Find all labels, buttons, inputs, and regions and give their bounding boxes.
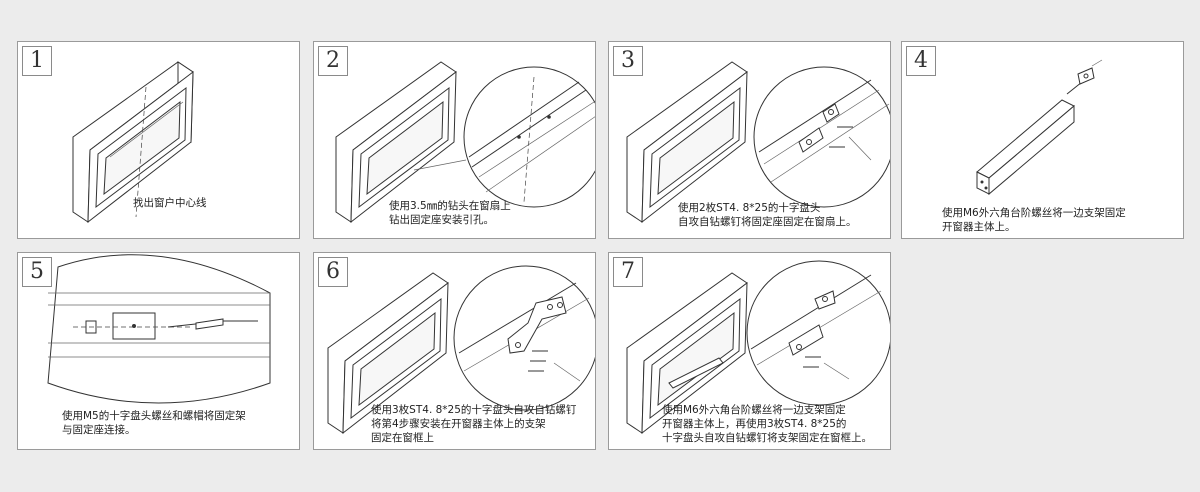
step-7-caption-line-2: 开窗器主体上，再使用3枚ST4. 8*25的 xyxy=(662,418,847,430)
step-5-number: 5 xyxy=(22,257,52,287)
drilling-illustration xyxy=(335,61,595,224)
mount-seat-illustration xyxy=(626,61,890,224)
step-6-panel: 6 使用3枚ST4. 8*25的十字盘头自攻自钻螺钉 将第4步骤安装在开窗器主体… xyxy=(313,252,596,450)
step-7-panel: 7 使用M6外六角台阶螺丝将一边支架固定 开窗器主体上，再使用3枚ST4. 8*… xyxy=(608,252,891,450)
step-2-caption-line-1: 使用3.5㎜的钻头在窗扇上 xyxy=(389,200,511,212)
step-7-caption: 使用M6外六角台阶螺丝将一边支架固定 开窗器主体上，再使用3枚ST4. 8*25… xyxy=(662,403,872,445)
step-7-caption-line-3: 十字盘头自攻自钻螺钉将支架固定在窗框上。 xyxy=(662,432,872,444)
opener-body-illustration xyxy=(976,59,1103,196)
step-1-panel: 1 找出窗户中心线 xyxy=(17,41,300,239)
step-2-panel: 2 使用3.5㎜的钻头在窗扇上 钻出固定座安装引孔。 xyxy=(313,41,596,239)
step-3-number: 3 xyxy=(613,46,643,76)
window-centerline-illustration xyxy=(72,61,194,224)
step-2-number: 2 xyxy=(318,46,348,76)
step-3-panel: 3 使用2枚ST4. 8*25的十字盘头 自攻自钻螺钉将固定座固定在窗扇上。 xyxy=(608,41,891,239)
step-4-panel: 4 使用M6外六角台阶螺丝将一边支架固定 开窗器主体上。 xyxy=(901,41,1184,239)
step-3-caption-line-1: 使用2枚ST4. 8*25的十字盘头 xyxy=(678,202,821,214)
step-3-caption-line-2: 自攻自钻螺钉将固定座固定在窗扇上。 xyxy=(678,216,857,228)
step-6-caption-line-2: 将第4步骤安装在开窗器主体上的支架 xyxy=(371,418,546,430)
step-5-caption: 使用M5的十字盘头螺丝和螺帽将固定架 与固定座连接。 xyxy=(62,409,246,437)
step-1-caption: 找出窗户中心线 xyxy=(133,196,207,210)
step-6-caption-line-1: 使用3枚ST4. 8*25的十字盘头自攻自钻螺钉 xyxy=(371,404,577,416)
step-7-number: 7 xyxy=(613,257,643,287)
step-1-number: 1 xyxy=(22,46,52,76)
step-5-caption-line-2: 与固定座连接。 xyxy=(62,424,136,436)
step-2-caption: 使用3.5㎜的钻头在窗扇上 钻出固定座安装引孔。 xyxy=(389,199,511,227)
final-assembly-illustration xyxy=(626,260,890,435)
step-6-number: 6 xyxy=(318,257,348,287)
frame-bracket-illustration xyxy=(327,265,595,435)
step-1-caption-line: 找出窗户中心线 xyxy=(133,197,207,209)
step-6-caption: 使用3枚ST4. 8*25的十字盘头自攻自钻螺钉 将第4步骤安装在开窗器主体上的… xyxy=(371,403,576,445)
bracket-connection-illustration xyxy=(47,254,271,404)
step-7-caption-line-1: 使用M6外六角台阶螺丝将一边支架固定 xyxy=(662,404,846,416)
step-4-number: 4 xyxy=(906,46,936,76)
step-6-caption-line-3: 固定在窗框上 xyxy=(371,432,434,444)
step-3-caption: 使用2枚ST4. 8*25的十字盘头 自攻自钻螺钉将固定座固定在窗扇上。 xyxy=(678,201,857,229)
step-4-caption-line-1: 使用M6外六角台阶螺丝将一边支架固定 xyxy=(942,207,1126,219)
step-5-caption-line-1: 使用M5的十字盘头螺丝和螺帽将固定架 xyxy=(62,410,246,422)
step-5-panel: 5 使用M5的十字盘头螺丝和螺帽将固定架 与固定座连接。 xyxy=(17,252,300,450)
step-4-caption: 使用M6外六角台阶螺丝将一边支架固定 开窗器主体上。 xyxy=(942,206,1126,234)
step-2-caption-line-2: 钻出固定座安装引孔。 xyxy=(389,214,494,226)
step-4-caption-line-2: 开窗器主体上。 xyxy=(942,221,1016,233)
